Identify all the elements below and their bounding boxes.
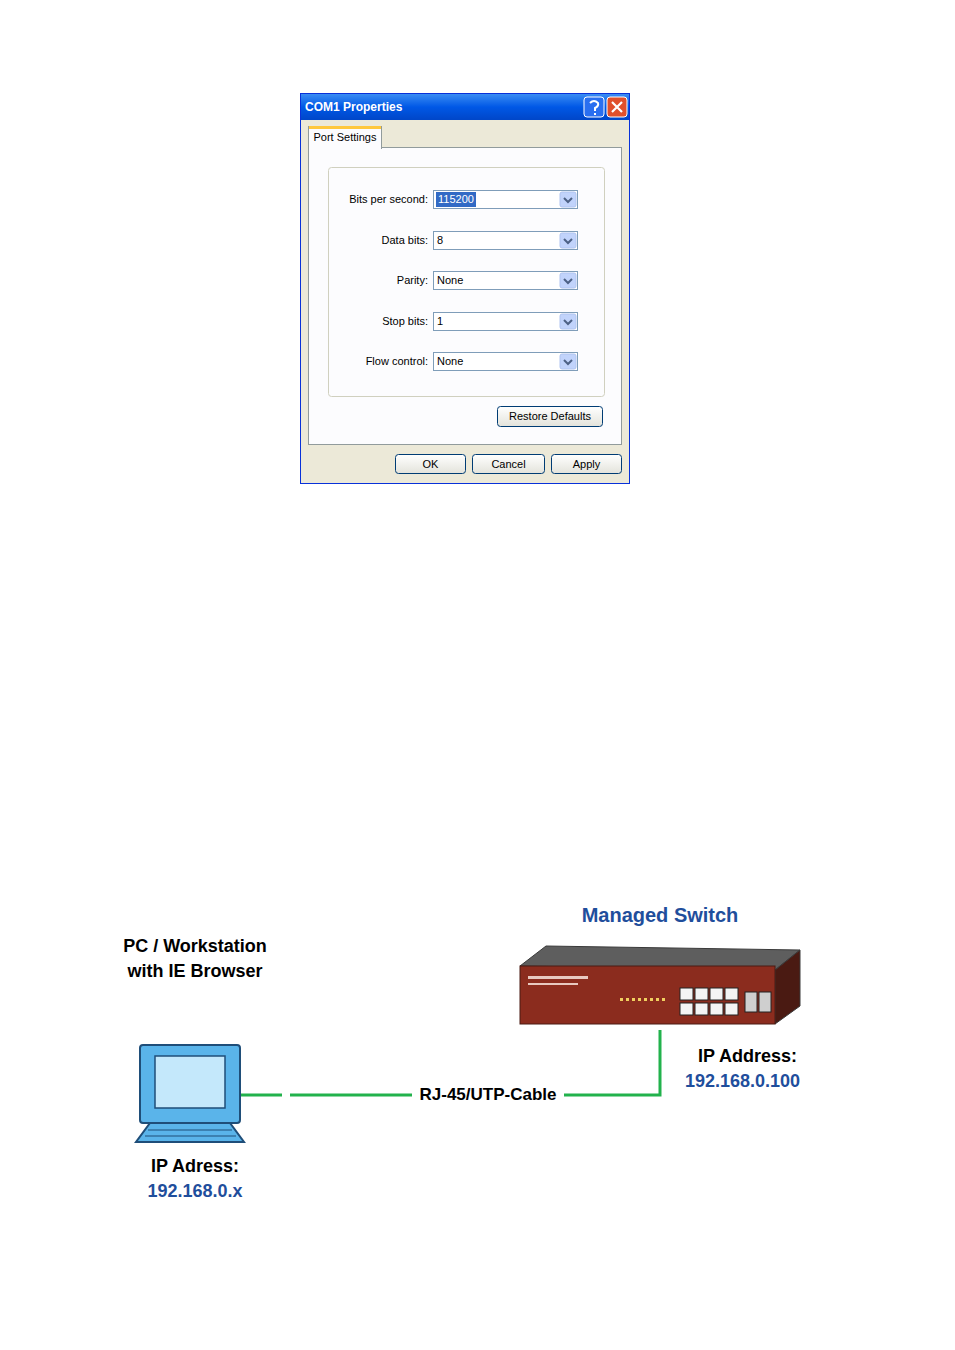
button-label: Cancel: [473, 455, 544, 473]
switch-device: [520, 946, 800, 1024]
com-dialog: [301, 94, 630, 484]
button-label: Restore Defaults: [498, 407, 602, 426]
field-value: None: [437, 352, 557, 371]
field-value: None: [437, 271, 557, 290]
ip-value: 192.168.0.100: [670, 1070, 815, 1092]
ip-value: 192.168.0.x: [100, 1180, 290, 1202]
field-value: 115200: [436, 192, 476, 207]
switch-node: Managed SwitchIP Address:192.168.0.100: [510, 898, 810, 1030]
field-label: Bits per second:: [328, 190, 428, 209]
field-label: Data bits:: [328, 231, 428, 250]
field-value: 1: [437, 312, 557, 331]
workstation-node: PC / Workstation with IE BrowserIP Adres…: [100, 930, 290, 1110]
ip-label: IP Address:: [680, 1045, 815, 1067]
tab-label: Port Settings: [309, 127, 381, 147]
node-title: Managed Switch: [510, 902, 810, 928]
button-label: OK: [396, 455, 465, 473]
cable-label: RJ-45/UTP-Cable: [412, 1084, 565, 1106]
button-label: Apply: [552, 455, 621, 473]
node-title: PC / Workstation with IE Browser: [105, 934, 285, 984]
window-title: COM1 Properties: [305, 99, 505, 115]
field-label: Parity:: [328, 271, 428, 290]
field-label: Stop bits:: [328, 312, 428, 331]
ip-label: IP Adress:: [100, 1155, 290, 1177]
field-label: Flow control:: [328, 352, 428, 371]
field-value: 8: [437, 231, 557, 250]
pc-icon: [136, 1045, 282, 1142]
